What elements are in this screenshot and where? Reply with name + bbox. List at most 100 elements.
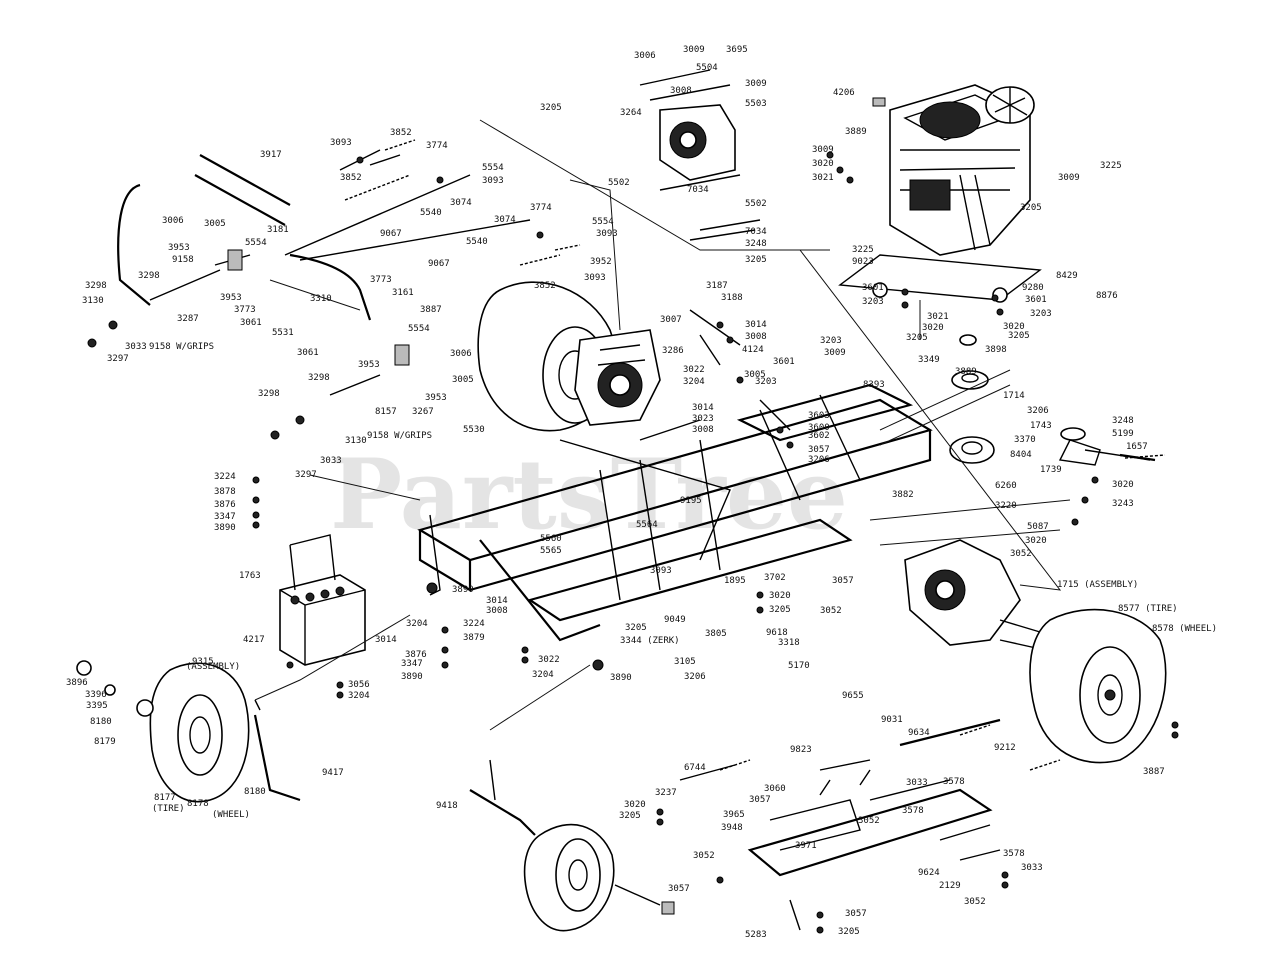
part-number-label: 3896: [66, 678, 88, 688]
part-number-label: 9067: [428, 259, 450, 269]
shift-levers[interactable]: [117, 149, 531, 396]
part-number-label: 3057: [808, 445, 830, 455]
part-number-label: 3204: [348, 691, 370, 701]
part-number-label: 8429: [1056, 271, 1078, 281]
brake-lever-assy[interactable]: [639, 309, 791, 441]
part-number-label: 3052: [1010, 549, 1032, 559]
part-number-label: 4217: [243, 635, 265, 645]
part-number-label: 3601: [1025, 295, 1047, 305]
part-number-label: 8177: [154, 793, 176, 803]
transaxle[interactable]: [574, 329, 661, 426]
part-number-label: 8577 (TIRE): [1118, 604, 1178, 614]
part-number-label: 9023: [852, 257, 874, 267]
part-number-label: 3286: [662, 346, 684, 356]
part-number-label: 3318: [778, 638, 800, 648]
part-number-label: 3006: [450, 349, 472, 359]
drive-pulley[interactable]: [949, 370, 995, 464]
part-number-label: 3852: [390, 128, 412, 138]
part-number-label: 3878: [214, 487, 236, 497]
part-number-label: 3882: [892, 490, 914, 500]
main-frame[interactable]: [417, 383, 933, 642]
engine-mount-plate[interactable]: [838, 254, 1042, 346]
part-number-label: 3879: [463, 633, 485, 643]
part-number-label: 3005: [744, 370, 766, 380]
part-number-label: 3074: [450, 198, 472, 208]
part-number-label: 3852: [534, 281, 556, 291]
guide-lines: [254, 119, 1062, 731]
part-number-label: 3774: [530, 203, 552, 213]
part-number-label: 5554: [245, 238, 267, 248]
part-number-label: 3093: [584, 273, 606, 283]
part-number-label: 3052: [693, 851, 715, 861]
part-number-label: 5560: [540, 534, 562, 544]
part-number-label: 3206: [808, 455, 830, 465]
part-number-label: 3267: [412, 407, 434, 417]
part-number-label: 3203: [1030, 309, 1052, 319]
part-number-label: 9618: [766, 628, 788, 638]
part-number-label: 3953: [425, 393, 447, 403]
part-number-label: 5554: [592, 217, 614, 227]
part-number-label: 3008: [486, 606, 508, 616]
front-right-spindle[interactable]: [469, 759, 536, 836]
part-number-label: 3298: [85, 281, 107, 291]
part-number-label: 8876: [1096, 291, 1118, 301]
part-number-label: 3287: [177, 314, 199, 324]
part-number-label: 3887: [1143, 767, 1165, 777]
transmission-upper[interactable]: [639, 69, 761, 241]
part-number-label: 3014: [486, 596, 508, 606]
drive-belt[interactable]: [869, 369, 1071, 546]
part-number-label: 3033: [125, 342, 147, 352]
tie-rods[interactable]: [679, 718, 1001, 861]
part-number-label: 3203: [755, 377, 777, 387]
front-left-spindle[interactable]: [76, 660, 301, 802]
part-number-label: 5564: [636, 520, 658, 530]
part-number-label: 3603: [808, 411, 830, 421]
part-number-label: 3220: [995, 501, 1017, 511]
part-number-label: 3188: [721, 293, 743, 303]
part-number-label: 5199: [1112, 429, 1134, 439]
part-number-label: 3014: [692, 403, 714, 413]
part-number-label: 8393: [863, 380, 885, 390]
part-number-label: 3206: [684, 672, 706, 682]
springs[interactable]: [344, 139, 1166, 771]
part-number-label: 5565: [540, 546, 562, 556]
part-number-label: 9655: [842, 691, 864, 701]
part-number-label: 3890: [452, 585, 474, 595]
part-number-label: 1714: [1003, 391, 1025, 401]
part-number-label: 3578: [902, 806, 924, 816]
part-number-label: 3009: [683, 45, 705, 55]
battery[interactable]: [279, 534, 366, 666]
part-number-label: 3205: [619, 811, 641, 821]
part-number-label: 3600: [808, 423, 830, 433]
front-right-tire[interactable]: [523, 823, 675, 932]
part-number-label: 3971: [795, 841, 817, 851]
engine[interactable]: [872, 84, 1035, 256]
part-number-label: 9158: [172, 255, 194, 265]
part-number-label: 3014: [745, 320, 767, 330]
part-number-label: 3248: [745, 239, 767, 249]
rear-transaxle[interactable]: [904, 539, 1051, 651]
part-number-label: 8157: [375, 407, 397, 417]
part-number-label: 3225: [1100, 161, 1122, 171]
part-number-label: 3052: [964, 897, 986, 907]
part-number-label: 3948: [721, 823, 743, 833]
part-number-label: 3130: [82, 296, 104, 306]
part-number-label: 3093: [650, 566, 672, 576]
part-number-label: 3204: [532, 670, 554, 680]
part-number-label: 5530: [463, 425, 485, 435]
part-number-label: 3852: [340, 173, 362, 183]
part-number-label: 3890: [610, 673, 632, 683]
part-number-label: 3205: [906, 333, 928, 343]
part-number-label: 3370: [1014, 435, 1036, 445]
part-number-label: 3008: [745, 332, 767, 342]
part-number-label: 9417: [322, 768, 344, 778]
part-number-label: 3057: [668, 884, 690, 894]
part-number-label: 3020: [1003, 322, 1025, 332]
part-number-label: 3009: [824, 348, 846, 358]
front-axle[interactable]: [747, 769, 993, 931]
part-number-label: 3248: [1112, 416, 1134, 426]
part-number-label: 3578: [943, 777, 965, 787]
part-number-label: 8578 (WHEEL): [1152, 624, 1217, 634]
front-left-tire[interactable]: [149, 662, 250, 803]
rear-right-tire[interactable]: [1029, 608, 1167, 764]
